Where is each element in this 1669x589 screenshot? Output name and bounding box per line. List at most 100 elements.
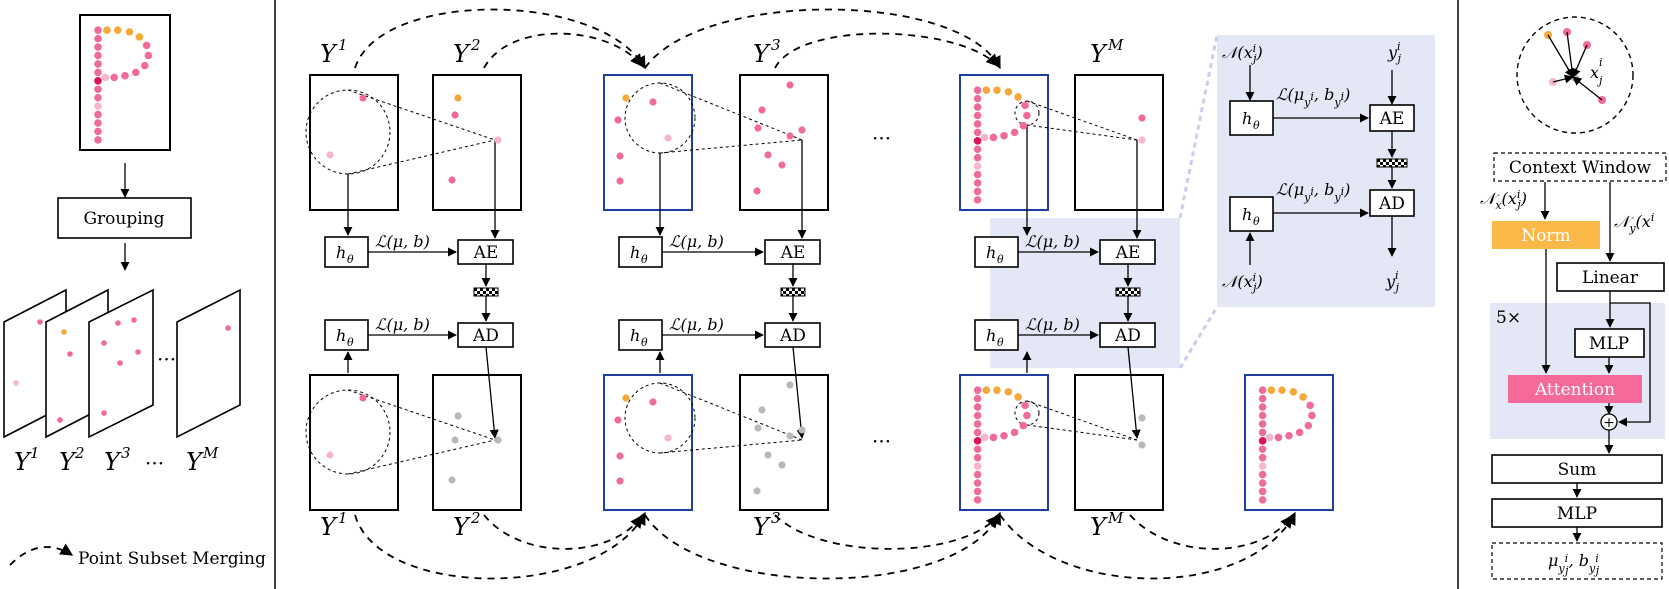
theta-sub: θ [641,253,648,266]
point [973,470,982,479]
svg-text:Y: Y [1090,513,1108,541]
repeat-region [1490,303,1665,439]
point [94,119,102,127]
frame-top-a [309,74,399,211]
point [1258,394,1267,403]
frame-top-a [603,74,693,211]
context-circle-bot [305,389,391,475]
point [1295,428,1304,437]
point [1138,414,1146,422]
svg-text:Norm: Norm [1521,226,1570,246]
point [786,81,794,89]
point [1019,121,1028,130]
ae-block [457,239,514,265]
point [1019,421,1028,430]
ad-label: AD [779,326,806,346]
point [1258,445,1267,454]
point [989,433,998,442]
left-ellipsis: ··· [157,347,176,371]
attention-edge [1566,31,1577,78]
point [94,127,102,136]
svg-text:2: 2 [74,444,85,462]
point [753,187,761,195]
svg-text:Y: Y [59,448,77,476]
h-theta-block-ad [618,319,663,351]
point [121,71,129,80]
attention-box [1508,375,1642,403]
quantizer [473,287,499,297]
grouping-label: Grouping [83,209,164,229]
point [451,436,459,444]
point [1000,431,1008,440]
subset-sheets [3,288,241,439]
point [448,176,456,184]
point [754,124,762,132]
point [37,319,43,325]
sum-box [1491,454,1663,484]
theta-sub: θ [347,253,354,266]
point [132,68,140,77]
point [131,317,137,323]
point [454,94,462,102]
point [973,145,982,154]
point [1258,386,1267,394]
point [798,426,806,434]
point [101,340,107,346]
link-line [659,82,803,141]
point [94,136,102,144]
point [973,445,982,454]
svg-text:MLP: MLP [1557,504,1597,524]
point [494,436,502,444]
point [1014,93,1022,101]
svg-text:Y: Y [753,40,771,68]
point [94,68,102,77]
ad-label: AD [1114,326,1141,346]
point [1021,101,1029,110]
frame-bot-a [959,374,1049,511]
highlight-detail [1217,35,1435,307]
svg-text:Linear: Linear [1582,268,1639,288]
point [1010,428,1019,437]
svg-text:yij: yij [1385,269,1400,294]
point [786,132,794,140]
svg-text:Y: Y [453,40,471,68]
svg-text:Y: Y [320,513,338,541]
frame-top-b [739,74,829,211]
point [753,487,761,495]
point [973,187,982,196]
point [67,351,73,357]
point [110,73,118,82]
loss-label-ae: ℒ(μ, b) [1025,232,1080,251]
ae-label: AE [1115,243,1141,263]
input-p-frame [79,14,171,151]
svg-text:2: 2 [470,509,481,527]
frame-bot-a [309,374,399,511]
svg-text:+: + [1603,415,1615,431]
point [973,153,982,162]
point [1004,88,1013,96]
point [448,476,456,484]
point [1299,393,1307,401]
point [973,162,982,170]
svg-text:Y: Y [14,448,32,476]
svg-text:𝒩(xij): 𝒩(xij) [1222,42,1263,65]
point [754,424,762,432]
frame-top-b [432,74,522,211]
theta-sub: θ [997,253,1004,266]
point [1010,128,1019,137]
point [1306,401,1314,410]
point [616,477,624,485]
point [101,73,109,82]
point [973,103,982,111]
point [1258,428,1267,437]
point [614,416,622,424]
point [1274,433,1283,442]
svg-text:θ: θ [1253,215,1260,228]
point [973,394,982,403]
frame-bot-b [739,374,829,511]
point [973,496,982,504]
point [94,102,102,110]
